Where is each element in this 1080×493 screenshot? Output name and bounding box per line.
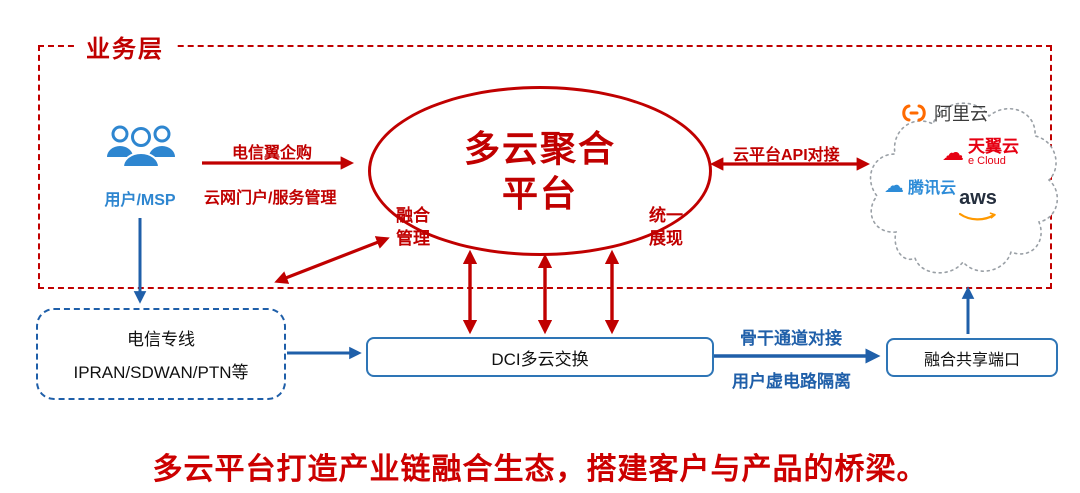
tianyiyun-sub-label: e Cloud [968, 154, 1006, 167]
tianyiyun-label: 天翼云 [968, 137, 1019, 156]
tencent-cloud-icon: ☁ [884, 175, 904, 197]
platform-title: 多云聚合 平台 [464, 126, 616, 216]
tianyiyun-logo: ☁ 天翼云 e Cloud [942, 138, 1019, 167]
tencent-label: 腾讯云 [908, 180, 957, 197]
dci-exchange-label: DCI多云交换 [491, 349, 589, 369]
aws-logo: aws [958, 188, 998, 223]
unified-display-line2: 展现 [649, 228, 683, 248]
platform-title-line2: 平台 [501, 173, 578, 214]
portal-arrow-label: 云网门户/服务管理 [204, 190, 337, 207]
cloud-shape-icon [869, 102, 1058, 274]
platform-title-line1: 多云聚合 [463, 128, 616, 169]
dci-exchange-box: DCI多云交换 [366, 337, 714, 377]
tianyiyun-cloud-icon: ☁ [942, 139, 964, 165]
cloud-providers-group: 阿里云 ☁ 天翼云 e Cloud ☁ 腾讯云 aws [862, 70, 1066, 290]
aws-label: aws [959, 187, 997, 209]
platform-ellipse: 多云聚合 平台 [368, 86, 712, 256]
aliyun-label: 阿里云 [934, 104, 988, 124]
leased-line-label-1: 电信专线 [127, 330, 195, 349]
unified-display-line1: 统一 [649, 206, 683, 225]
unified-display-note: 统一 展现 [644, 205, 688, 251]
aliyun-icon [902, 104, 926, 122]
fusion-management-line2: 管理 [396, 228, 430, 248]
leased-line-label-2: IPRAN/SDWAN/PTN等 [73, 363, 249, 382]
leased-line-box: 电信专线 IPRAN/SDWAN/PTN等 [36, 308, 286, 400]
fusion-management-line1: 融合 [396, 206, 430, 225]
shared-port-box: 融合共享端口 [886, 338, 1058, 377]
users-icon [107, 125, 175, 168]
aws-smile-icon [958, 212, 996, 221]
business-layer-label: 业务层 [76, 29, 174, 64]
user-msp-label: 用户/MSP [104, 192, 176, 209]
slogan: 多云平台打造产业链融合生态，搭建客户与产品的桥梁。 [152, 453, 928, 486]
api-arrow-label: 云平台API对接 [733, 147, 840, 164]
fusion-management-note: 融合 管理 [391, 205, 435, 251]
backbone-arrow-label: 骨干通道对接 [740, 329, 842, 348]
purchase-arrow-label: 电信翼企购 [232, 145, 313, 162]
aliyun-logo: 阿里云 [898, 100, 988, 126]
shared-port-label: 融合共享端口 [923, 351, 1020, 369]
isolation-arrow-label: 用户虚电路隔离 [732, 372, 851, 391]
tencent-logo: ☁ 腾讯云 [884, 174, 956, 198]
